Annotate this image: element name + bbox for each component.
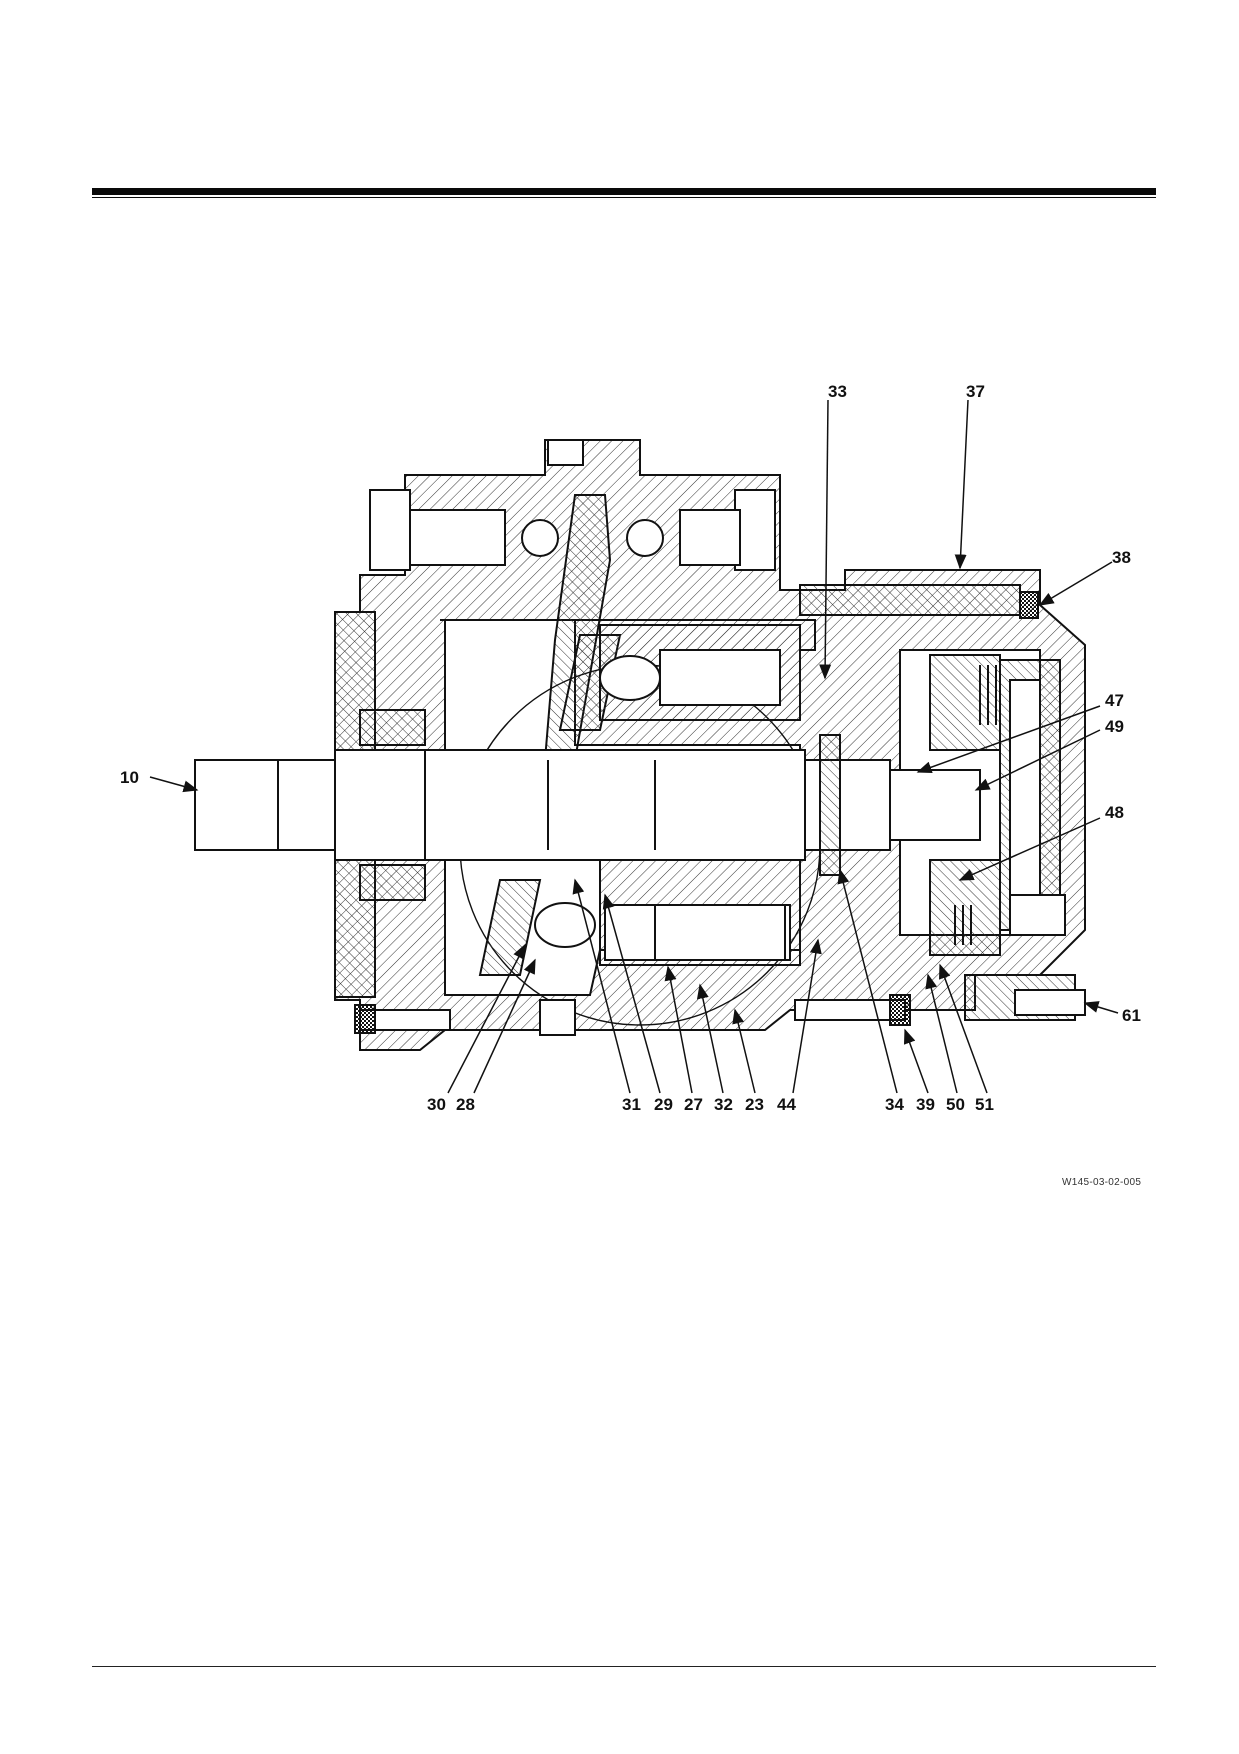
callout-61: 61 xyxy=(1122,1006,1141,1025)
callout-labels: 33 37 38 47 49 10 48 61 30 28 31 29 27 3… xyxy=(120,382,1141,1114)
callout-23: 23 xyxy=(745,1095,764,1114)
callout-37: 37 xyxy=(966,382,985,401)
callout-30: 30 xyxy=(427,1095,446,1114)
callout-39: 39 xyxy=(916,1095,935,1114)
callout-34: 34 xyxy=(885,1095,904,1114)
cylinder-block xyxy=(534,624,801,966)
leader-lines xyxy=(149,399,1119,1094)
drive-shaft xyxy=(194,709,981,901)
shaft-end xyxy=(194,759,336,851)
callout-51: 51 xyxy=(975,1095,994,1114)
callout-48: 48 xyxy=(1105,803,1124,822)
callout-27: 27 xyxy=(684,1095,703,1114)
footer-rule xyxy=(92,1666,1156,1667)
callout-44: 44 xyxy=(777,1095,796,1114)
header-rule xyxy=(92,188,1156,195)
callout-33: 33 xyxy=(828,382,847,401)
charge-pump xyxy=(929,654,1086,1021)
callout-47: 47 xyxy=(1105,691,1124,710)
callout-10: 10 xyxy=(120,768,139,787)
callout-49: 49 xyxy=(1105,717,1124,736)
callout-38: 38 xyxy=(1112,548,1131,567)
callout-28: 28 xyxy=(456,1095,475,1114)
callout-31: 31 xyxy=(622,1095,641,1114)
figure-code: W145-03-02-005 xyxy=(1062,1177,1142,1188)
callout-29: 29 xyxy=(654,1095,673,1114)
callout-50: 50 xyxy=(946,1095,965,1114)
header-rule-thin xyxy=(92,197,1156,198)
end-bolts xyxy=(354,439,911,1036)
callout-32: 32 xyxy=(714,1095,733,1114)
